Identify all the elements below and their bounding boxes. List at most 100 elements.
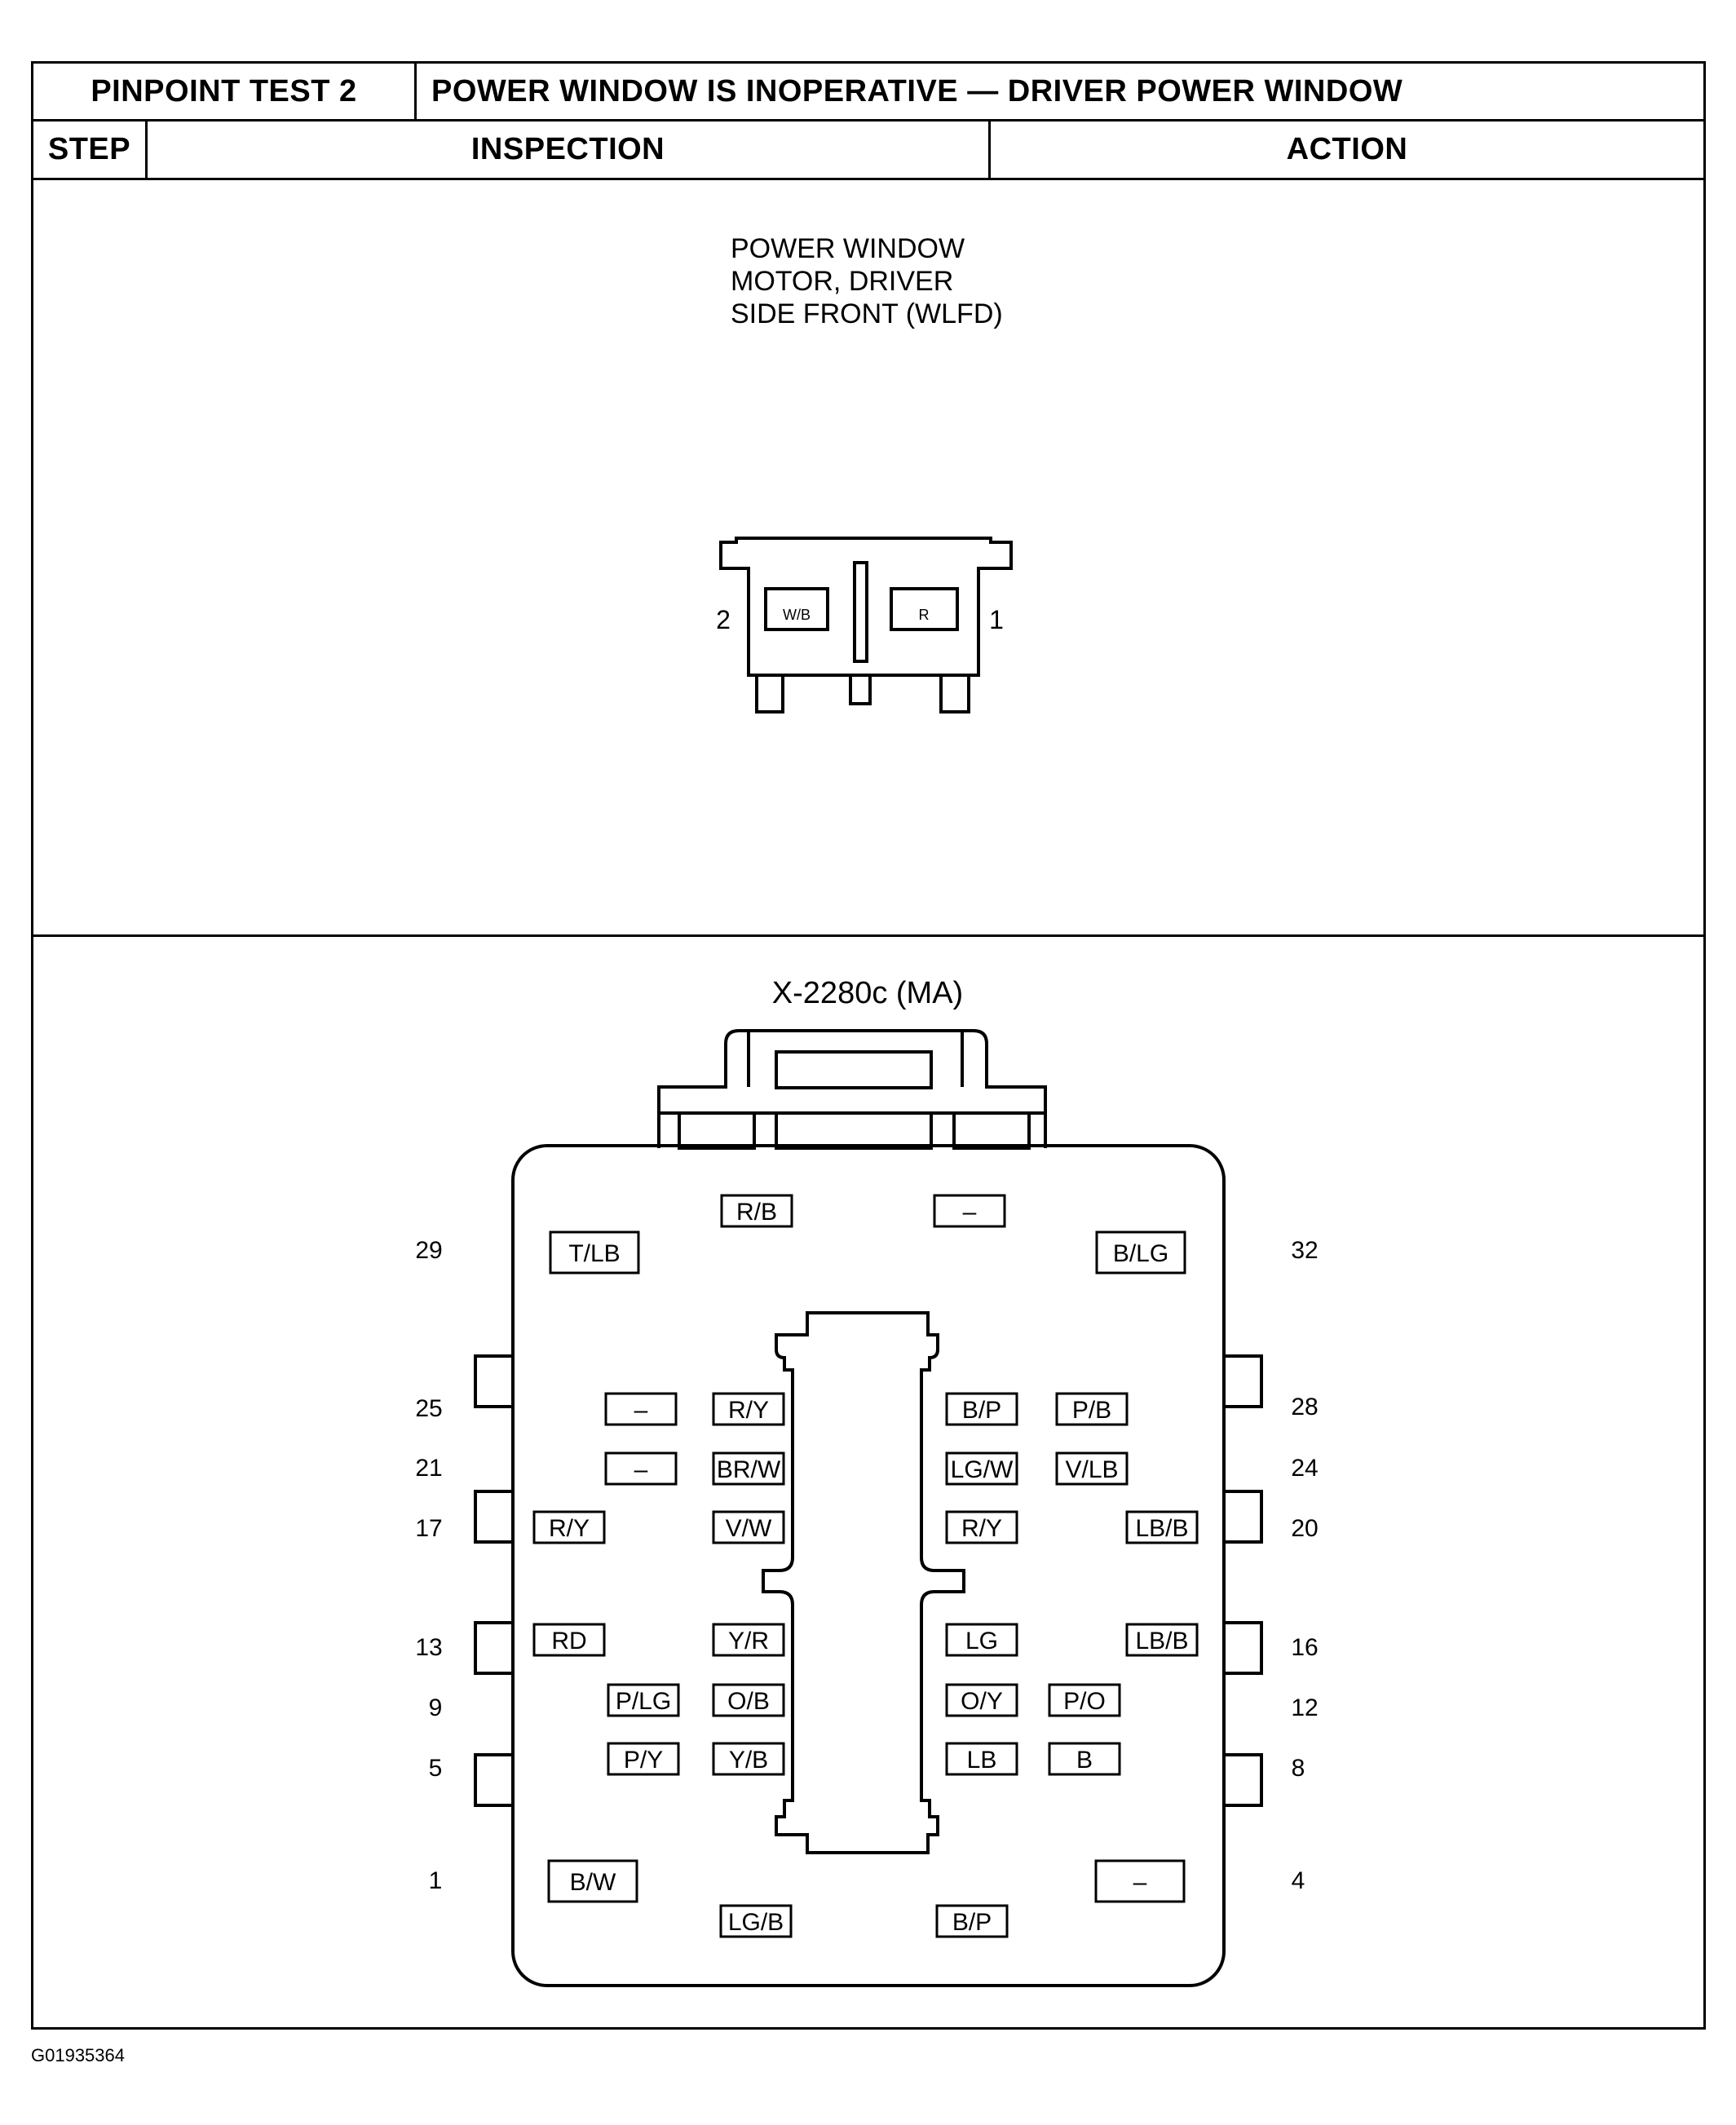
divider [988, 121, 991, 178]
column-header-row: STEP INSPECTION ACTION [33, 121, 1703, 180]
pin-box-dash-bottom [1094, 1859, 1186, 1903]
motor-pin-1-wire: R [919, 607, 930, 623]
pin-label: – [1133, 1869, 1147, 1896]
cavity-number: 13 [415, 1634, 442, 1661]
main-latch-window-right [952, 1111, 1031, 1150]
pin-label: – [634, 1397, 648, 1424]
pin-box-r5-c [945, 1742, 1018, 1776]
divider [145, 121, 148, 178]
pin-box-r5-d [1048, 1742, 1121, 1776]
cavity-number: 29 [415, 1237, 442, 1264]
pin-box-b-lg [1095, 1230, 1186, 1275]
main-connector-title: X-2280c (MA) [772, 976, 963, 1010]
pin-label: Y/R [728, 1628, 769, 1654]
side-tab-left-1 [474, 1354, 515, 1408]
divider [414, 64, 417, 119]
pin-label: B/P [962, 1397, 1001, 1424]
pin-box-r9-b [712, 1683, 785, 1717]
pin-box-r9-c [945, 1683, 1018, 1717]
figure-id: G01935364 [31, 2045, 125, 2065]
pin-label: LG/B [728, 1909, 784, 1936]
motor-pin-2-cavity [764, 587, 829, 631]
pin-label: B [1076, 1747, 1093, 1774]
side-tab-right-3 [1222, 1621, 1263, 1675]
motor-connector-housing [719, 537, 1013, 677]
side-tab-right-4 [1222, 1753, 1263, 1807]
pin-box-r17-a [532, 1510, 606, 1544]
test-label: PINPOINT TEST 2 [91, 73, 357, 108]
pin-label: B/P [952, 1909, 992, 1936]
main-center-key [762, 1311, 965, 1854]
pin-label: O/Y [961, 1688, 1003, 1715]
pin-box-r25-b [712, 1392, 785, 1426]
pin-box-b-w [547, 1859, 638, 1903]
pin-box-lg-b [719, 1904, 793, 1938]
pin-box-r5-a [607, 1742, 680, 1776]
main-latch-window-center [775, 1111, 933, 1150]
cavity-numbers: 29 32 25 28 21 24 17 20 13 16 9 12 5 8 1… [415, 1237, 1318, 1894]
pin-box-dash-top [933, 1194, 1006, 1228]
pin-label: R/Y [728, 1397, 769, 1424]
test-title: POWER WINDOW IS INOPERATIVE — DRIVER POW… [431, 73, 1403, 108]
pin-label: LG [965, 1628, 998, 1654]
motor-foot-left [755, 674, 784, 713]
pin-label: P/B [1072, 1397, 1111, 1424]
motor-latch-bar [853, 561, 868, 663]
pin-box-r13-c [945, 1623, 1018, 1657]
pin-box-t-lb [549, 1230, 640, 1275]
cavity-number: 12 [1291, 1694, 1318, 1721]
section-divider [33, 934, 1703, 937]
pin-label: P/LG [616, 1688, 671, 1715]
motor-caption-line2: MOTOR, DRIVER [731, 266, 953, 297]
pin-box-r21-a [604, 1451, 678, 1486]
cavity-number: 9 [429, 1694, 443, 1721]
cavity-number: 20 [1291, 1515, 1318, 1542]
pin-label: Y/B [729, 1747, 768, 1774]
pin-label: R/B [736, 1199, 777, 1226]
pin-label: R/Y [961, 1515, 1002, 1542]
pin-box-r5-b [712, 1742, 785, 1776]
pin-box-r17-b [712, 1510, 785, 1544]
cavity-number: 28 [1291, 1394, 1318, 1420]
cavity-number: 21 [415, 1455, 442, 1482]
motor-caption-line3: SIDE FRONT (WLFD) [731, 298, 1003, 329]
pin-label: B/LG [1113, 1240, 1168, 1267]
pin-box-r21-b [712, 1451, 785, 1486]
pin-box-r25-d [1055, 1392, 1129, 1426]
pin-label: RD [551, 1628, 586, 1654]
pin-label: V/W [726, 1515, 772, 1542]
side-tab-left-2 [474, 1490, 515, 1544]
pin-label: LB/B [1135, 1515, 1188, 1542]
pin-box-r13-b [712, 1623, 785, 1657]
side-tab-right-1 [1222, 1354, 1263, 1408]
main-pin-labels: R/B – T/LB B/LG – R/Y B/P P/B – BR/W LG/… [549, 1199, 1189, 1936]
pin-box-r25-a [604, 1392, 678, 1426]
side-tab-left-3 [474, 1621, 515, 1675]
motor-connector [719, 537, 1013, 713]
main-connector [474, 1029, 1263, 1987]
pin-box-r21-c [945, 1451, 1018, 1486]
motor-foot-center [849, 674, 872, 705]
pin-box-r13-a [532, 1623, 606, 1657]
motor-pin-1-number: 1 [989, 605, 1004, 634]
pin-label: LB [967, 1747, 997, 1774]
motor-pin-1-cavity [890, 587, 959, 631]
cavity-number: 1 [429, 1867, 443, 1894]
motor-pin-2-wire: W/B [783, 607, 811, 623]
main-latch-window-left [678, 1111, 756, 1150]
pin-label: BR/W [717, 1456, 781, 1483]
side-tab-right-2 [1222, 1490, 1263, 1544]
cavity-number: 25 [415, 1395, 442, 1422]
pin-box-r9-a [607, 1683, 680, 1717]
pin-label: T/LB [568, 1240, 620, 1267]
cavity-number: 8 [1292, 1755, 1305, 1782]
motor-foot-right [939, 674, 970, 713]
col-inspection: INSPECTION [470, 132, 665, 166]
pin-label: P/Y [624, 1747, 663, 1774]
pin-label: R/Y [549, 1515, 590, 1542]
cavity-number: 4 [1292, 1867, 1305, 1894]
pin-box-b-p-bottom [935, 1904, 1009, 1938]
col-step: STEP [47, 132, 131, 166]
pin-label: LB/B [1135, 1628, 1188, 1654]
